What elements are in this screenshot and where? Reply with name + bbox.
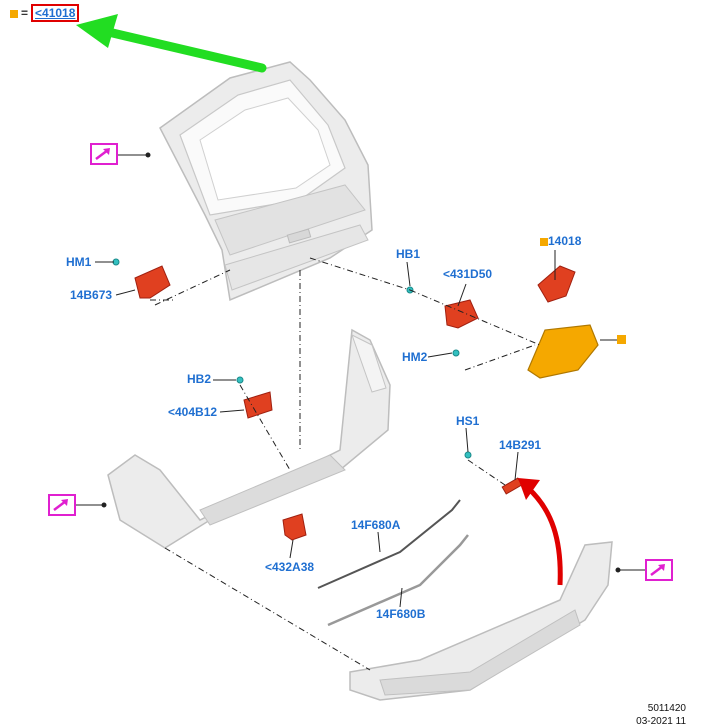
part-431D50-shape	[444, 299, 479, 329]
label-hm1[interactable]: HM1	[66, 255, 92, 269]
part-432A38-shape	[282, 513, 307, 541]
bumper-cover	[107, 328, 391, 549]
label-432a38[interactable]: <432A38	[265, 560, 315, 574]
part-14018-shape	[537, 265, 576, 303]
green-arrow-icon	[76, 14, 267, 73]
label-hb2[interactable]: HB2	[187, 372, 212, 386]
label-14f680a[interactable]: 14F680A	[351, 518, 401, 532]
legend-part-link[interactable]: <41018	[31, 4, 80, 22]
part-41018-shape	[527, 324, 599, 379]
label-hs1[interactable]: HS1	[456, 414, 480, 428]
part-404B12-shape	[243, 391, 273, 419]
label-hb1[interactable]: HB1	[396, 247, 421, 261]
marker-square-icon	[617, 335, 626, 344]
label-431d50[interactable]: <431D50	[443, 267, 493, 281]
harness-14F680A	[317, 499, 461, 589]
label-14b291[interactable]: 14B291	[499, 438, 542, 452]
harness-14F680B	[327, 534, 469, 627]
leader-lines	[150, 257, 541, 671]
liftgate	[159, 61, 373, 302]
label-14018-text: 14018	[548, 234, 582, 248]
label-hm2[interactable]: HM2	[402, 350, 428, 364]
yellow-square-icon	[10, 9, 18, 18]
reference-number: 5011420	[647, 703, 686, 714]
legend-equals: =	[21, 6, 29, 20]
view-arrow-icon[interactable]	[48, 494, 76, 516]
legend: =<41018	[10, 4, 80, 22]
part-14B291-shape	[501, 477, 523, 495]
callout-lines	[76, 152, 646, 608]
red-arrow-icon	[518, 478, 563, 586]
part-14B673-shape	[134, 265, 171, 299]
label-14b673[interactable]: 14B673	[70, 288, 113, 302]
lower-valance	[349, 541, 613, 701]
view-arrow-icon[interactable]	[90, 143, 118, 165]
reference-date: 03-2021 11	[636, 716, 686, 727]
label-14f680b[interactable]: 14F680B	[376, 607, 426, 621]
view-arrow-icon[interactable]	[645, 559, 673, 581]
label-404b12[interactable]: <404B12	[168, 405, 218, 419]
yellow-square-icon	[540, 237, 548, 246]
label-14018[interactable]: 14018	[540, 234, 581, 248]
